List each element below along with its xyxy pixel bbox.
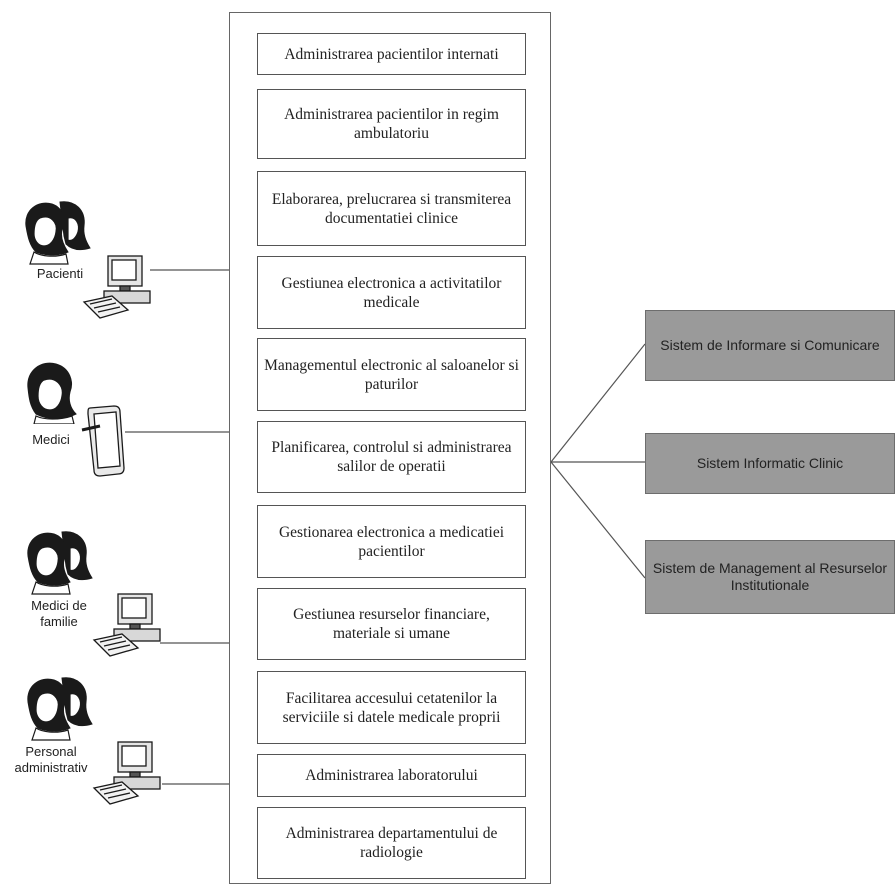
people-icon [25, 201, 91, 265]
actor-label-pacienti: Pacienti [36, 266, 84, 281]
desktop-computer-icon [92, 593, 161, 657]
desktop-computer-icon [82, 255, 151, 319]
function-box-1: Administrarea pacientilor internati [257, 33, 526, 75]
connector-system-1 [550, 343, 646, 463]
system-label: Sistem Informatic Clinic [696, 455, 844, 471]
system-box-institutional-resources: Sistem de Management al Resurselor Insti… [645, 540, 895, 614]
people-icon [27, 531, 93, 595]
system-box-information-communication: Sistem de Informare si Comunicare [645, 310, 895, 381]
function-label: Administrarea pacientilor internati [284, 45, 499, 63]
function-label: Elaborarea, prelucrarea si transmiterea … [271, 190, 512, 227]
function-label: Administrarea laboratorului [305, 767, 478, 784]
function-box-7: Gestionarea electronica a medicatiei pac… [257, 505, 526, 578]
function-box-2: Administrarea pacientilor in regim ambul… [257, 89, 526, 159]
system-label: Sistem de Informare si Comunicare [660, 337, 880, 353]
function-box-6: Planificarea, controlul si administrarea… [257, 421, 526, 493]
desktop-computer-icon [92, 741, 161, 805]
system-box-clinical-informatics: Sistem Informatic Clinic [645, 433, 895, 494]
function-label: Managementul electronic al saloanelor si… [264, 356, 519, 393]
actor-label-personal-administrativ: Personal administrativ [14, 744, 88, 775]
function-label: Gestionarea electronica a medicatiei pac… [278, 523, 505, 560]
function-label: Administrarea departamentului de radiolo… [285, 825, 498, 861]
function-box-3: Elaborarea, prelucrarea si transmiterea … [257, 171, 526, 246]
function-box-11: Administrarea departamentului de radiolo… [257, 807, 526, 879]
function-label: Gestiunea electronica a activitatilor me… [281, 274, 502, 311]
function-box-10: Administrarea laboratorului [257, 754, 526, 797]
actor-label-medici-de-familie: Medici de familie [31, 598, 87, 629]
people-icon [27, 677, 93, 741]
function-label: Planificarea, controlul si administrarea… [271, 439, 512, 475]
function-box-4: Gestiunea electronica a activitatilor me… [257, 256, 526, 329]
tablet-icon [81, 405, 125, 477]
actor-label-medici: Medici [32, 432, 70, 447]
connector-system-3 [550, 461, 646, 579]
system-label: Sistem de Management al Resurselor Insti… [652, 560, 888, 593]
function-label: Facilitarea accesului cetatenilor la ser… [282, 689, 501, 726]
function-box-8: Gestiunea resurselor financiare, materia… [257, 588, 526, 660]
function-label: Administrarea pacientilor in regim ambul… [284, 106, 499, 142]
function-label: Gestiunea resurselor financiare, materia… [293, 606, 490, 642]
function-box-9: Facilitarea accesului cetatenilor la ser… [257, 671, 526, 744]
person-icon [27, 362, 77, 424]
function-box-5: Managementul electronic al saloanelor si… [257, 338, 526, 411]
